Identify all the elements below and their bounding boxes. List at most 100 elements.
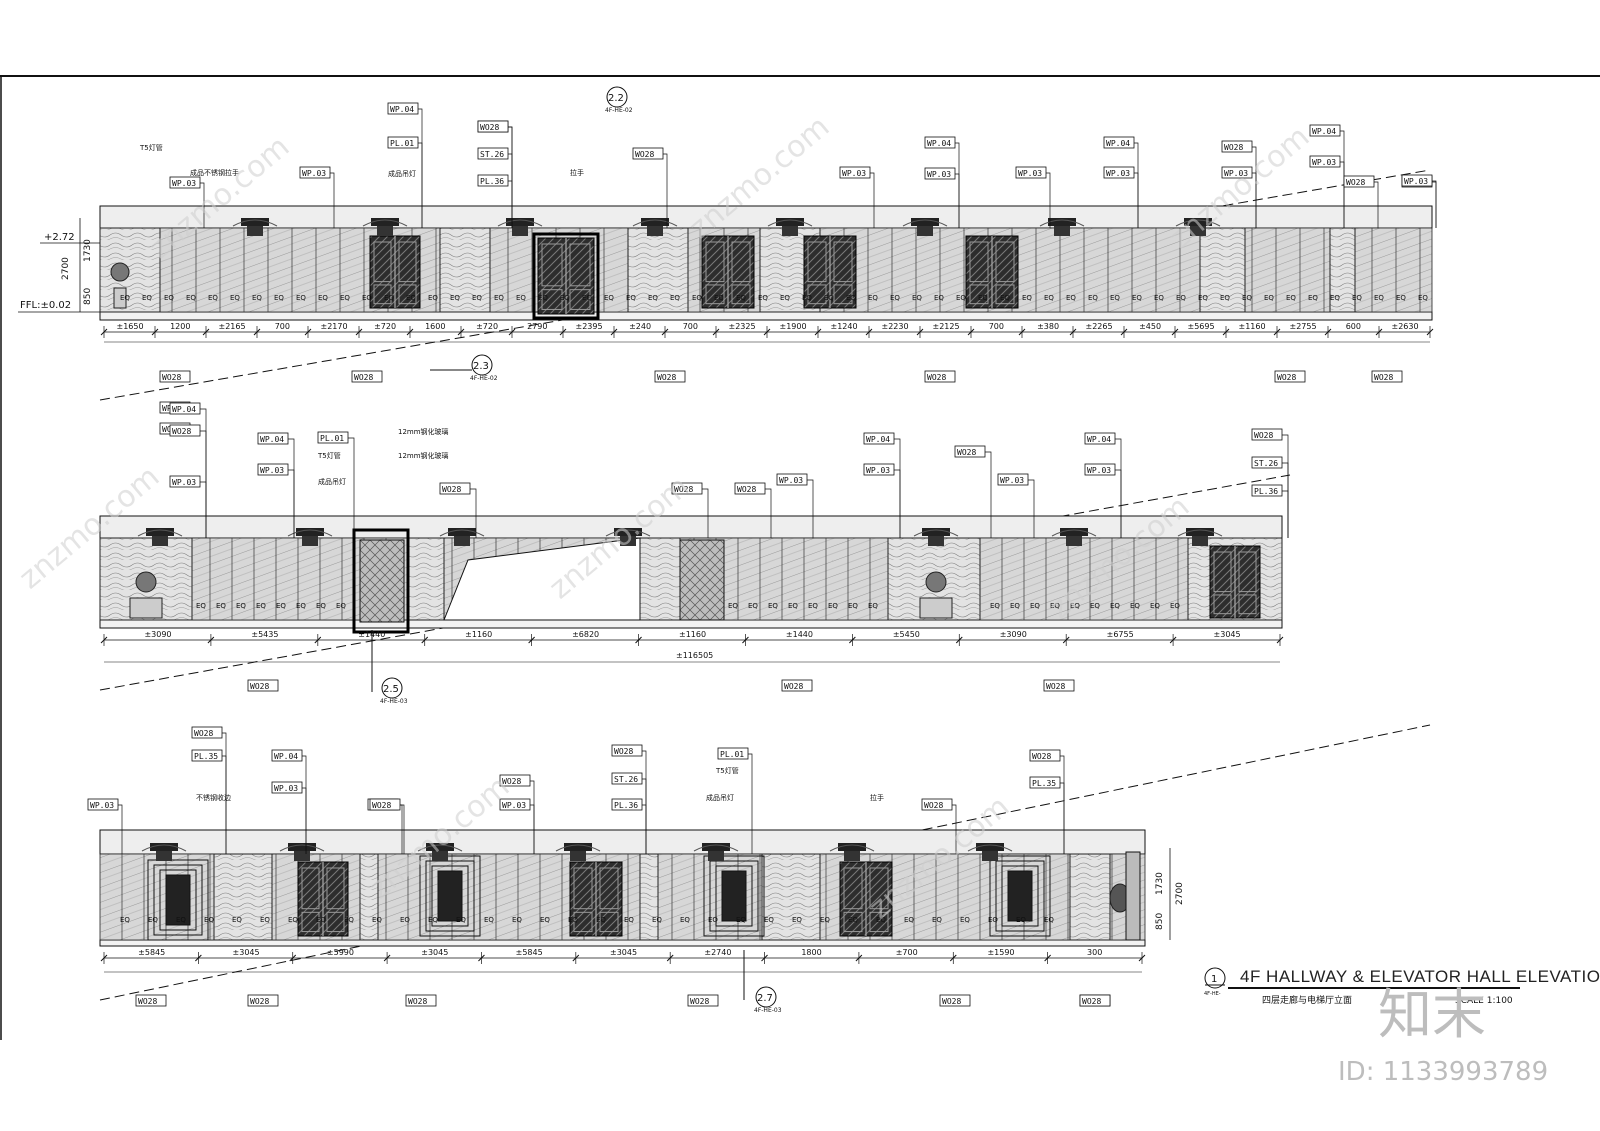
eq-label: EQ xyxy=(828,602,838,610)
material-code: PL.01 xyxy=(320,434,344,443)
eq-label: EQ xyxy=(216,602,226,610)
stone-panel xyxy=(1069,853,1111,941)
eq-label: EQ xyxy=(670,294,680,302)
dimension-text: 700 xyxy=(989,322,1004,331)
dimension-text: 700 xyxy=(683,322,698,331)
material-tag: WO28 xyxy=(135,994,167,1007)
dimension-text: ±5450 xyxy=(893,630,920,639)
ceiling-level-text: +2.72 xyxy=(44,232,75,243)
eq-label: EQ xyxy=(142,294,152,302)
image-id-text: ID: 1133993789 xyxy=(1338,1057,1548,1087)
svg-text:知末: 知末 xyxy=(1378,983,1486,1046)
material-tag: WP.03 xyxy=(863,463,901,538)
eq-label: EQ xyxy=(714,294,724,302)
eq-label: EQ xyxy=(204,916,214,924)
eq-label: EQ xyxy=(296,602,306,610)
material-code: WO28 xyxy=(194,729,213,738)
material-code: PL.01 xyxy=(390,139,414,148)
material-code: WO28 xyxy=(614,747,633,756)
material-tag: WO28 xyxy=(654,370,686,383)
material-tag: WO28 xyxy=(632,147,668,228)
dimension-text: ±1160 xyxy=(1239,322,1266,331)
eq-label: EQ xyxy=(196,602,206,610)
eq-label: EQ xyxy=(802,294,812,302)
eq-label: EQ xyxy=(1066,294,1076,302)
svg-text:4F-HE-02: 4F-HE-02 xyxy=(470,375,498,382)
material-tag: WO28 xyxy=(921,798,957,854)
pendant-lamp-icon xyxy=(913,528,959,546)
pendant-lamp-icon xyxy=(1039,218,1085,236)
material-code: WP.03 xyxy=(1312,158,1336,167)
eq-label: EQ xyxy=(1198,294,1208,302)
eq-label: EQ xyxy=(868,294,878,302)
stone-panel xyxy=(639,853,659,941)
lobby-opening xyxy=(443,537,641,621)
material-tag: PL.01 xyxy=(387,136,423,228)
dimension-text: ±1440 xyxy=(786,630,813,639)
svg-text:2.3: 2.3 xyxy=(473,361,489,372)
pendant-lamp-icon xyxy=(279,843,325,861)
eq-label: EQ xyxy=(758,294,768,302)
eq-label: EQ xyxy=(1154,294,1164,302)
drawing-scale: SCALE 1:100 xyxy=(1455,996,1513,1006)
material-tag: WO28 xyxy=(247,679,279,692)
sheet-id: 4F-HE- xyxy=(1204,991,1221,997)
drawing-subtitle: 四层走廊与电梯厅立面 xyxy=(1262,994,1352,1006)
double-door xyxy=(965,235,1019,309)
eq-label: EQ xyxy=(1396,294,1406,302)
dimension-text: ±2230 xyxy=(882,322,909,331)
pendant-lamp-icon xyxy=(767,218,813,236)
eq-label: EQ xyxy=(1150,602,1160,610)
material-code: WO28 xyxy=(657,373,676,382)
height-dim: 850 xyxy=(1155,913,1165,930)
material-tag: WO28 xyxy=(1371,370,1403,383)
eq-label: EQ xyxy=(400,916,410,924)
note-text: T5灯管 xyxy=(317,451,341,460)
note-text: 成品吊灯 xyxy=(318,477,346,486)
material-code: WP.03 xyxy=(172,179,196,188)
svg-text:4F-HE-03: 4F-HE-03 xyxy=(380,698,408,705)
dimension-text: ±3090 xyxy=(144,630,171,639)
eq-label: EQ xyxy=(276,602,286,610)
material-code: WP.04 xyxy=(172,405,196,414)
dimension-text: ±3045 xyxy=(610,948,637,957)
material-tag: WO28 xyxy=(351,370,383,383)
material-code: WO28 xyxy=(957,448,976,457)
view-number: 1 xyxy=(1211,974,1217,985)
material-code: PL.36 xyxy=(1254,487,1278,496)
eq-label: EQ xyxy=(1030,602,1040,610)
eq-label: EQ xyxy=(824,294,834,302)
dimension-text: ±1160 xyxy=(679,630,706,639)
height-dim: 1730 xyxy=(83,239,93,262)
eq-label: EQ xyxy=(1286,294,1296,302)
pendant-lamp-icon xyxy=(1177,528,1223,546)
eq-label: EQ xyxy=(956,294,966,302)
eq-label: EQ xyxy=(120,294,130,302)
double-door xyxy=(297,861,349,937)
dimension-text: ±2740 xyxy=(704,948,731,957)
dimension-text: ±3045 xyxy=(421,948,448,957)
side-column xyxy=(1125,851,1141,941)
dimension-text: 300 xyxy=(1087,948,1102,957)
dimension-text: ±5845 xyxy=(516,948,543,957)
eq-label: EQ xyxy=(1242,294,1252,302)
material-code: WO28 xyxy=(635,150,654,159)
eq-label: EQ xyxy=(1000,294,1010,302)
dimension-text: ±2170 xyxy=(321,322,348,331)
dimension-text: ±1650 xyxy=(117,322,144,331)
eq-label: EQ xyxy=(1170,602,1180,610)
ceiling-band xyxy=(99,515,1283,539)
pendant-lamp-icon xyxy=(555,843,601,861)
material-tag: WP.03 xyxy=(257,463,295,538)
dimension-text: ±1590 xyxy=(987,948,1014,957)
material-tag: WP.03 xyxy=(839,166,875,228)
dimension-text: ±1900 xyxy=(780,322,807,331)
eq-label: EQ xyxy=(808,602,818,610)
material-tag: WP.03 xyxy=(499,798,535,854)
material-code: WO28 xyxy=(1277,373,1296,382)
material-tag: WO28 xyxy=(781,679,813,692)
skirting xyxy=(99,311,1433,321)
pendant-lamp-icon xyxy=(137,528,183,546)
eq-label: EQ xyxy=(428,916,438,924)
